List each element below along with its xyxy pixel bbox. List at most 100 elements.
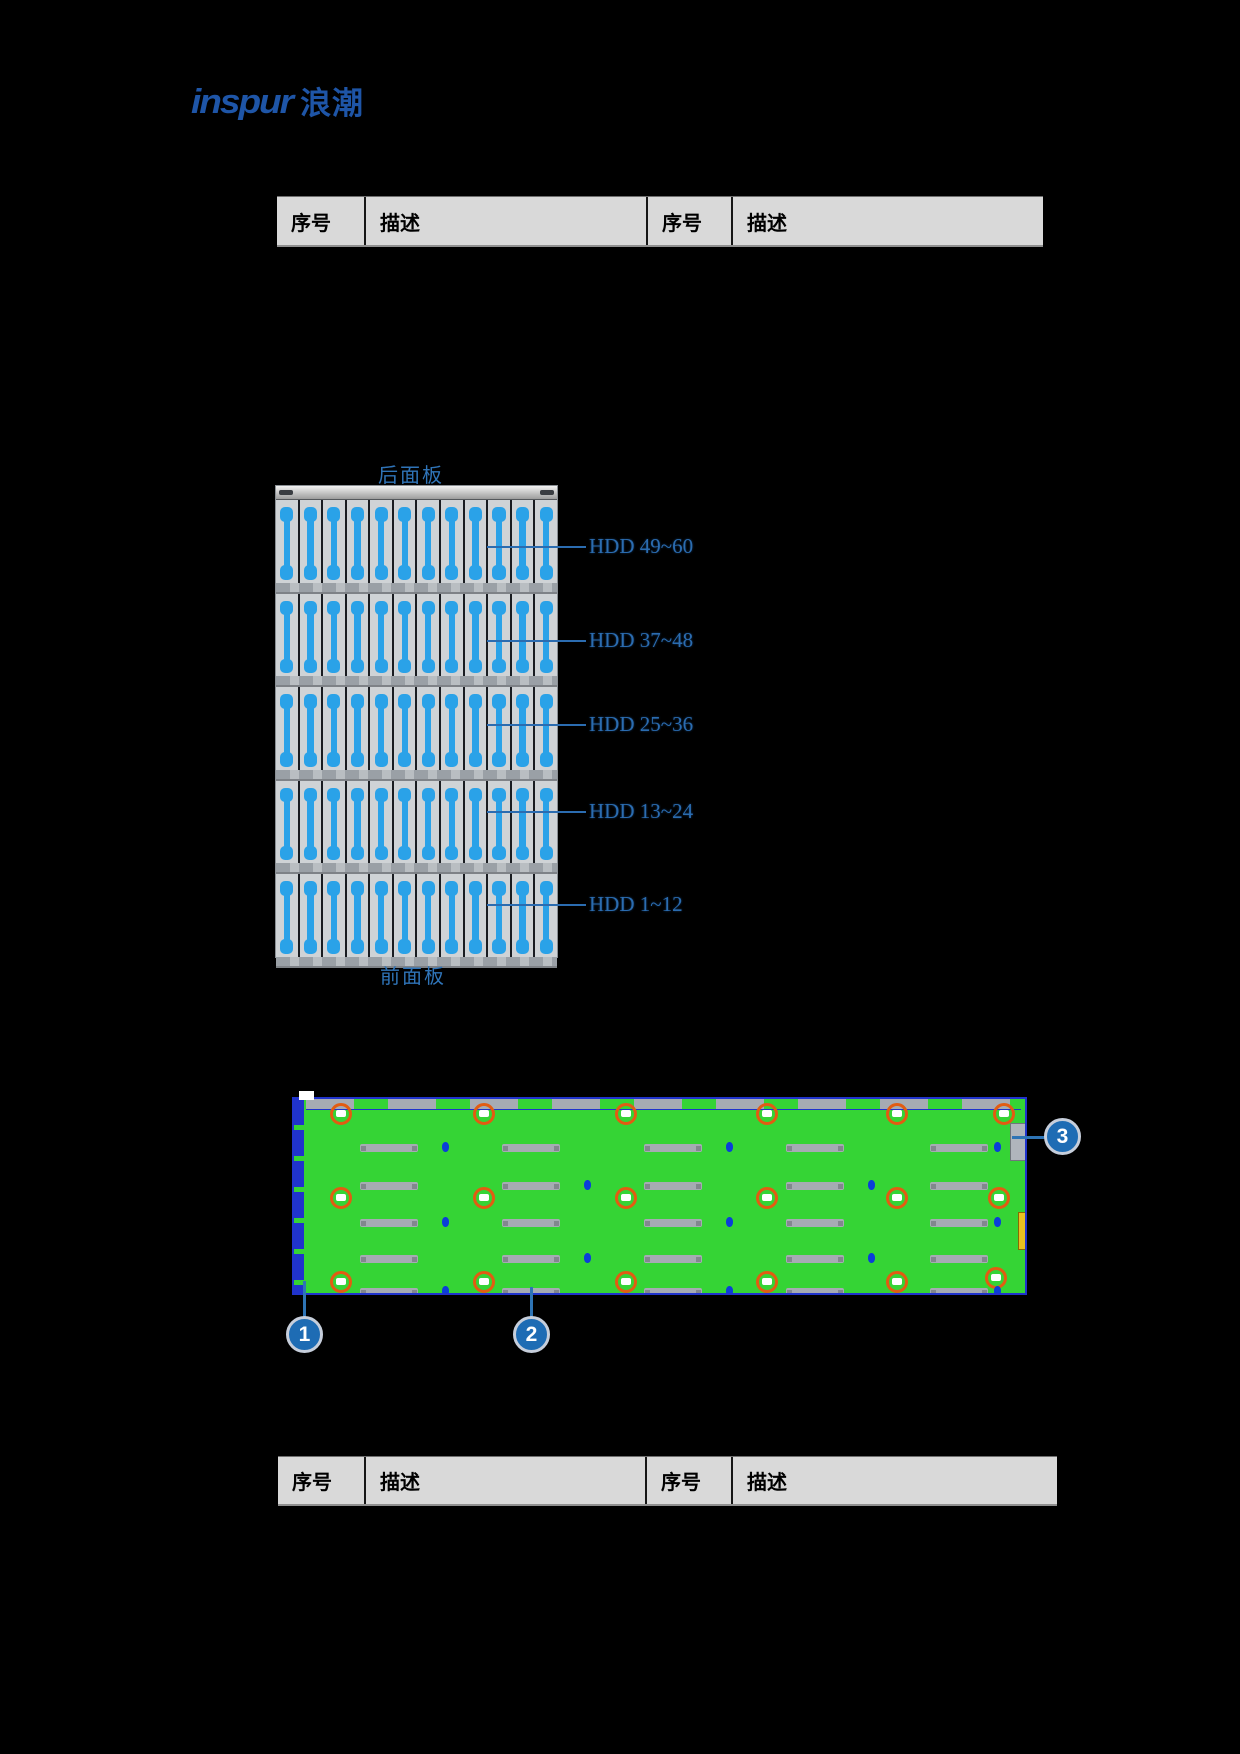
- drive-slot: [462, 780, 487, 872]
- callout-line: [487, 724, 586, 727]
- drive-slot: [391, 593, 416, 685]
- drive-tray: [372, 881, 390, 954]
- pcb-screw-marker: [473, 1271, 495, 1293]
- drive-tray: [278, 507, 296, 580]
- drive-slot: [276, 781, 298, 873]
- drive-tray: [514, 694, 532, 767]
- drive-tray: [490, 694, 508, 767]
- drive-slot: [462, 874, 487, 966]
- pcb-screw-marker: [756, 1271, 778, 1293]
- callout-line: [487, 904, 586, 907]
- pcb-corner-notch: [299, 1091, 314, 1100]
- pcb-screw-marker: [473, 1103, 495, 1125]
- pcb-component-dot: [994, 1217, 1001, 1227]
- drive-tray: [443, 600, 461, 673]
- drive-slot: [368, 780, 392, 872]
- pcb-component-dot: [584, 1253, 591, 1263]
- drive-tray: [419, 694, 437, 767]
- pcb-connector-bar: [644, 1219, 702, 1227]
- spec-table-top: 序号 描述 序号 描述: [277, 196, 1043, 247]
- drive-tray: [302, 881, 320, 954]
- drive-slot: [439, 687, 463, 779]
- drive-tray: [325, 694, 343, 767]
- drive-tray: [467, 881, 485, 954]
- drive-tray: [325, 507, 343, 580]
- logo-brand-text: inspur: [191, 82, 294, 121]
- drive-tray: [419, 787, 437, 860]
- pcb-connector-bar: [502, 1219, 560, 1227]
- pcb-connector-bar: [360, 1144, 418, 1152]
- drive-slot: [321, 593, 345, 685]
- pcb-component-dot: [442, 1142, 449, 1152]
- drive-tray: [490, 787, 508, 860]
- drive-tray: [467, 787, 485, 860]
- pcb-component-dot: [868, 1253, 875, 1263]
- column-header-desc: 描述: [364, 1457, 645, 1504]
- pcb-screw-marker: [886, 1103, 908, 1125]
- drive-tray: [302, 600, 320, 673]
- pcb-component-dot: [726, 1217, 733, 1227]
- front-panel-label: 前面板: [380, 966, 446, 988]
- pcb-screw-marker: [993, 1103, 1015, 1125]
- hdd-range-label: HDD 37~48: [589, 628, 694, 652]
- drive-slot: [276, 500, 298, 592]
- logo-cjk-text: 浪潮: [300, 86, 365, 121]
- drive-slot: [533, 593, 557, 685]
- pcb-connector-bar: [786, 1144, 844, 1152]
- drive-row: [276, 500, 557, 594]
- pcb-connector-bar: [360, 1255, 418, 1263]
- drive-tray: [372, 507, 390, 580]
- drive-slot: [297, 593, 322, 685]
- drive-slot: [509, 687, 534, 779]
- callout-badge-2: 2: [513, 1316, 550, 1353]
- drive-tray: [490, 507, 508, 580]
- drive-tray: [372, 787, 390, 860]
- pcb-component-dot: [726, 1142, 733, 1152]
- pcb-top-connectors: [306, 1099, 1021, 1110]
- drive-row: [276, 593, 557, 687]
- callout-line: [487, 640, 586, 643]
- pcb-screw-marker: [886, 1187, 908, 1209]
- callout-number: 3: [1056, 1124, 1069, 1148]
- drive-slot: [415, 500, 439, 592]
- drive-slot: [415, 687, 439, 779]
- drive-slot: [533, 780, 557, 872]
- pcb-connector-bar: [644, 1255, 702, 1263]
- pcb-connector-bar: [930, 1219, 988, 1227]
- pcb-connector-bar: [360, 1219, 418, 1227]
- column-header-desc: 描述: [731, 1457, 1057, 1504]
- callout-line: [487, 546, 586, 549]
- drive-slot: [509, 874, 534, 966]
- drive-tray: [514, 600, 532, 673]
- pcb-screw-marker: [988, 1187, 1010, 1209]
- drive-tray: [419, 600, 437, 673]
- column-header-desc: 描述: [364, 197, 646, 245]
- hdd-range-callout: HDD 25~36: [487, 712, 702, 738]
- drive-row: [276, 687, 557, 781]
- drive-slot: [297, 780, 322, 872]
- pcb-connector-bar: [786, 1182, 844, 1190]
- column-header-desc: 描述: [731, 197, 1043, 245]
- drive-slot: [391, 687, 416, 779]
- pcb-connector-bar: [644, 1144, 702, 1152]
- drive-slot: [321, 500, 345, 592]
- drive-slot: [391, 500, 416, 592]
- pcb-right-connector: [1010, 1123, 1025, 1161]
- pcb-component-dot: [442, 1217, 449, 1227]
- callout-line-3: [1012, 1136, 1045, 1139]
- drive-slot: [462, 687, 487, 779]
- drive-tray: [396, 600, 414, 673]
- drive-tray: [325, 787, 343, 860]
- drive-slot: [439, 593, 463, 685]
- drive-slot: [344, 780, 369, 872]
- drive-tray: [349, 694, 367, 767]
- drive-tray: [467, 507, 485, 580]
- pcb-screw-marker: [756, 1103, 778, 1125]
- drive-slot: [415, 874, 439, 966]
- hdd-range-label: HDD 49~60: [589, 534, 694, 558]
- drive-slot: [297, 500, 322, 592]
- pcb-screw-marker: [886, 1271, 908, 1293]
- drive-slot: [415, 593, 439, 685]
- drive-tray: [490, 881, 508, 954]
- column-header-no: 序号: [292, 1472, 332, 1494]
